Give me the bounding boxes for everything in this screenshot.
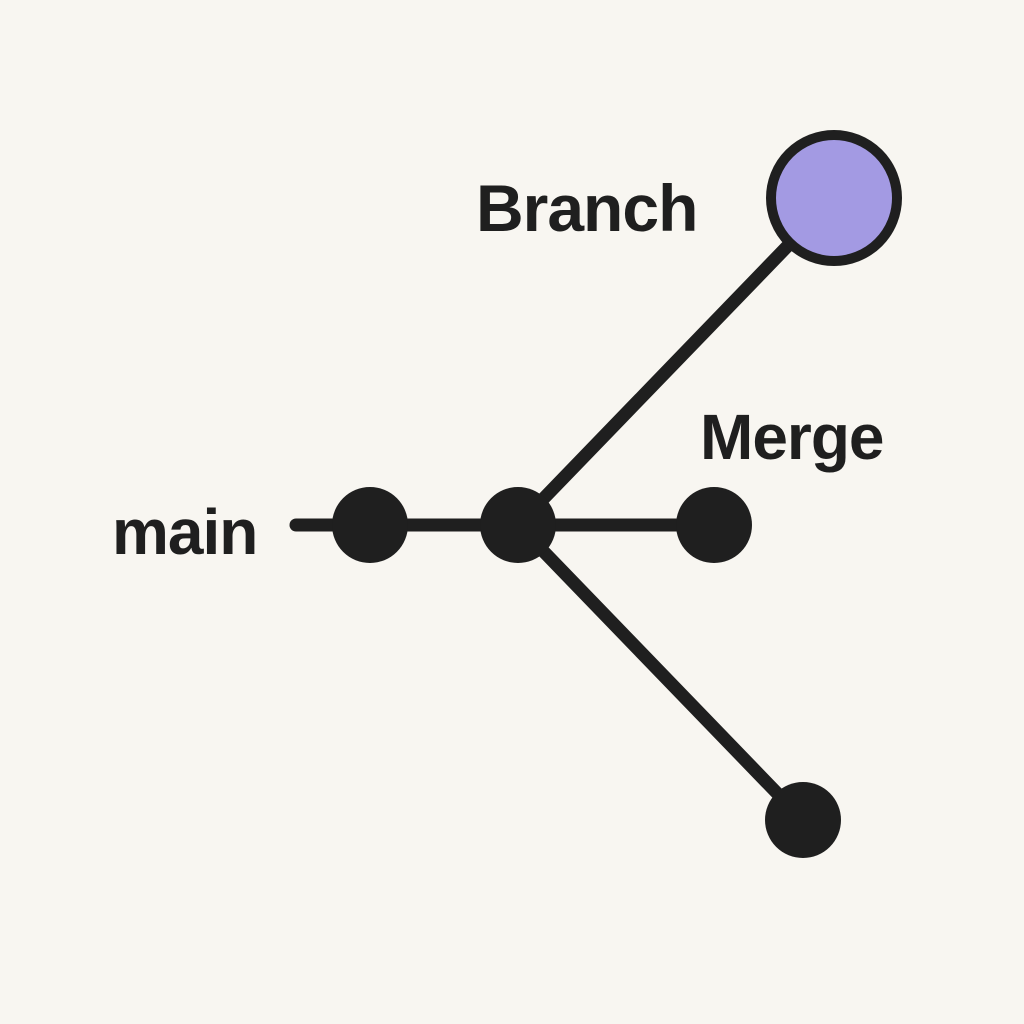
branch-commit-node bbox=[766, 130, 902, 266]
branch-label: Branch bbox=[476, 171, 698, 245]
lower-branch-commit-node bbox=[765, 782, 841, 858]
main-commit-node-1 bbox=[332, 487, 408, 563]
fork-commit-node bbox=[480, 487, 556, 563]
merge-commit-node bbox=[676, 487, 752, 563]
branch-line bbox=[511, 191, 841, 532]
merge-label: Merge bbox=[700, 401, 884, 473]
main-label: main bbox=[112, 496, 258, 568]
lower-branch-line bbox=[511, 518, 810, 827]
